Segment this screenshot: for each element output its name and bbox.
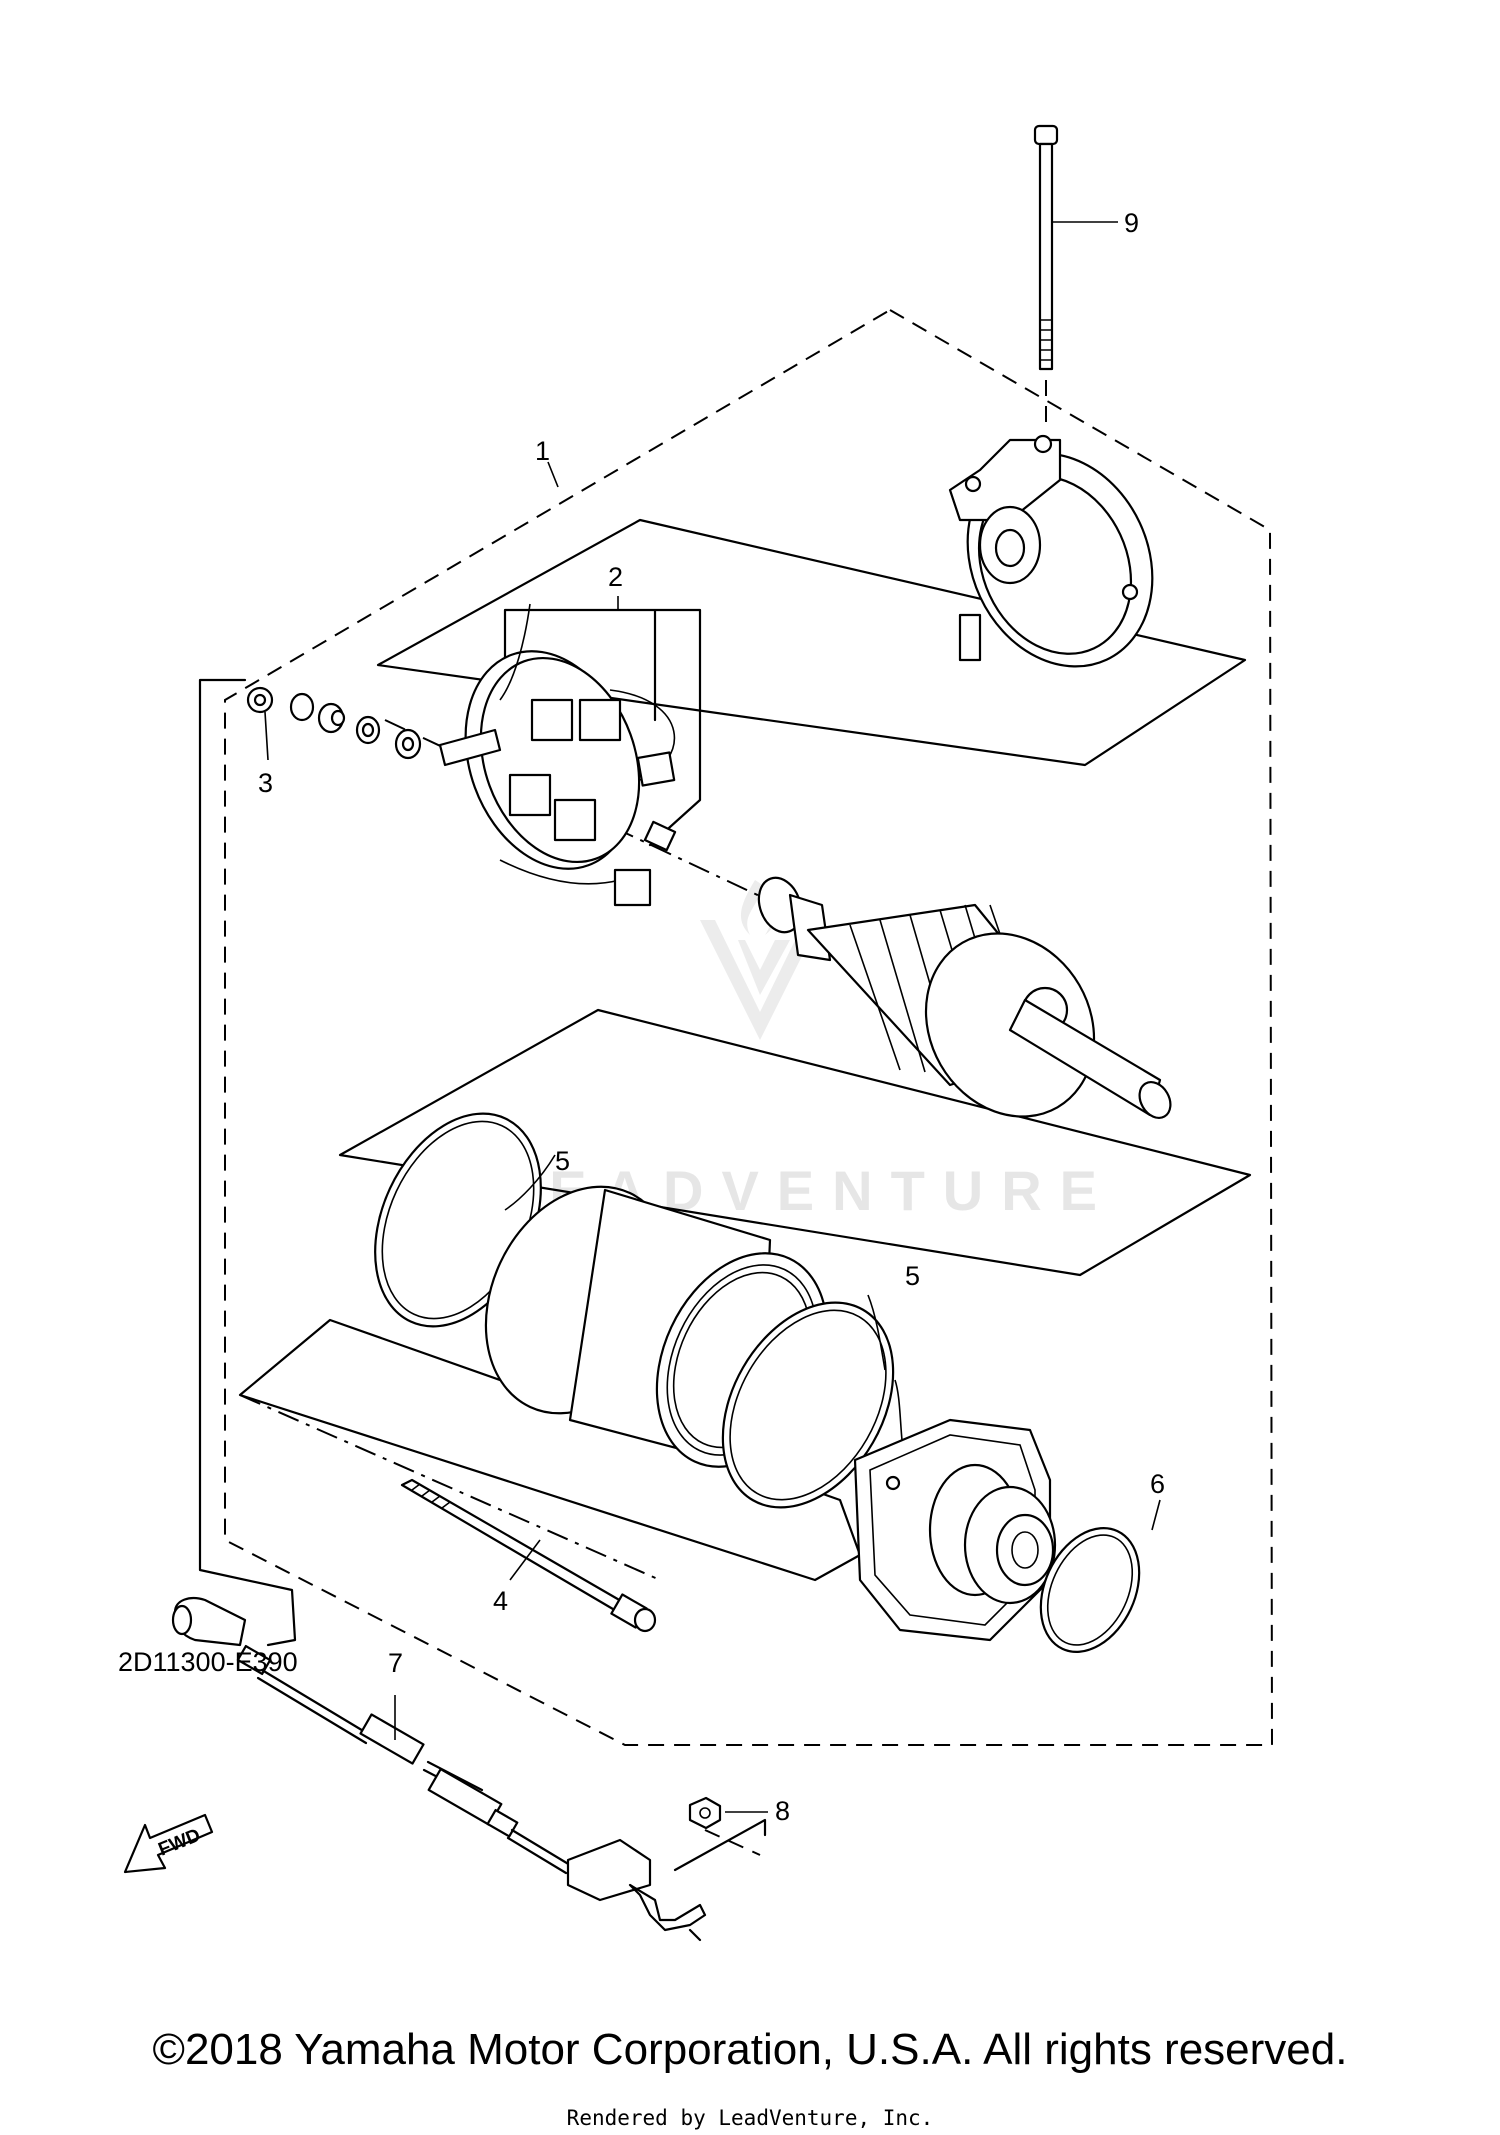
front-cover xyxy=(853,1418,1057,1642)
callout-1: 1 xyxy=(535,436,550,466)
callout-2: 2 xyxy=(608,562,623,592)
o-ring-lower-inner xyxy=(729,1309,887,1501)
plane-middle xyxy=(338,1008,1252,1277)
rendered-by: Rendered by LeadVenture, Inc. xyxy=(566,2106,934,2130)
callout-3: 3 xyxy=(258,768,273,798)
callout-5-upper: 5 xyxy=(555,1146,570,1176)
callout-8: 8 xyxy=(775,1796,790,1826)
lead-wire xyxy=(171,1596,767,1942)
brush-holder xyxy=(438,608,702,907)
fwd-arrow-icon: FWD xyxy=(123,1813,214,1874)
copyright-notice: ©2018 Yamaha Motor Corporation, U.S.A. A… xyxy=(152,2025,1348,2074)
callout-9: 9 xyxy=(1124,208,1139,238)
o-ring-lower xyxy=(721,1301,895,1509)
assembly-boundary xyxy=(224,308,1274,1746)
callout-6: 6 xyxy=(1150,1469,1165,1499)
through-bolt-short xyxy=(400,1478,657,1633)
armature xyxy=(757,876,1172,1119)
rear-end-cover xyxy=(948,434,1154,668)
group-bracket xyxy=(198,678,297,1647)
nut xyxy=(688,1796,761,1856)
callout-4: 4 xyxy=(493,1586,508,1616)
yoke xyxy=(484,1185,829,1472)
callout-5-lower: 5 xyxy=(905,1261,920,1291)
leader-lines xyxy=(264,221,1161,1813)
through-bolt-long xyxy=(1033,124,1059,430)
diagram-code: 2D11300-E390 xyxy=(118,1647,298,1677)
center-axis-lower xyxy=(239,1394,661,1581)
washer-stack xyxy=(246,686,422,760)
o-ring-6 xyxy=(1039,1526,1141,1654)
o-ring-6-inner xyxy=(1046,1534,1134,1646)
callout-7: 7 xyxy=(388,1648,403,1678)
